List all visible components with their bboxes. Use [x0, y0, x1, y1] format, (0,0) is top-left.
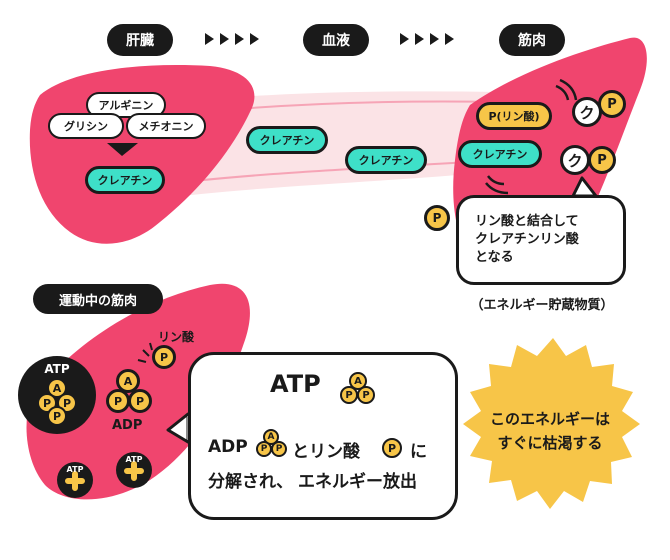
explanation-and-phosphate: とリン酸	[292, 442, 360, 462]
phosphate-circle-2: P	[588, 146, 616, 174]
adp-p2: P	[128, 389, 152, 413]
exp-adp-p2: P	[271, 441, 287, 457]
burst-line-1: このエネルギーは	[489, 410, 610, 428]
phosphate-label: リン酸	[158, 330, 195, 344]
phosphate-circle-free: P	[424, 205, 450, 231]
flow-arrows-2	[400, 33, 454, 45]
explanation-decompose: 分解され、	[208, 472, 294, 492]
pill-creatine-muscle: クレアチン	[458, 140, 542, 168]
exp-phosphate-circle: P	[382, 438, 402, 458]
flow-arrows-1	[205, 33, 259, 45]
adp-label: ADP	[112, 418, 143, 433]
atp-p3: P	[47, 406, 67, 426]
pill-methionine: メチオニン	[126, 113, 206, 139]
bubble-text: リン酸と結合して クレアチンリン酸 となる	[475, 213, 579, 266]
liver-shape	[29, 65, 255, 244]
explanation-energy-release: エネルギー放出	[298, 472, 417, 492]
pill-creatine-blood-1: クレアチン	[246, 126, 328, 154]
bubble-atp-explanation	[188, 352, 458, 520]
explanation-atp-title: ATP	[270, 370, 321, 398]
arrow-down-liver	[107, 143, 138, 156]
label-exercise-muscle: 運動中の筋肉	[33, 284, 163, 314]
creatine-circle-2: ク	[560, 145, 590, 175]
exp-atp-p2: P	[357, 386, 375, 404]
small-atp-label-2: ATP	[125, 455, 143, 464]
atp-label-large: ATP	[44, 362, 70, 376]
adp-p1: P	[106, 389, 130, 413]
pill-glycine: グリシン	[48, 113, 124, 139]
explanation-adp: ADP	[208, 437, 248, 457]
explanation-ni: に	[410, 442, 427, 462]
pill-creatine-liver: クレアチン	[85, 166, 165, 194]
phosphate-circle-1: P	[598, 90, 626, 118]
caption-energy-storage: （エネルギー貯蔵物質）	[470, 298, 614, 313]
energy-burst	[463, 338, 640, 509]
pill-creatine-blood-2: クレアチン	[345, 146, 427, 174]
label-muscle: 筋肉	[499, 24, 565, 56]
pill-phosphate: P(リン酸)	[476, 102, 552, 130]
small-atp-label-1: ATP	[66, 465, 84, 474]
label-liver: 肝臓	[107, 24, 173, 56]
exp-atp-p1: P	[340, 386, 358, 404]
burst-line-2: すぐに枯渇する	[497, 434, 603, 452]
label-blood: 血液	[303, 24, 369, 56]
bubble-creatine-phosphate: リン酸と結合して クレアチンリン酸 となる	[456, 195, 626, 285]
exp-adp-p1: P	[256, 441, 272, 457]
phosphate-loose: P	[152, 345, 176, 369]
pill-phosphate-label: P(リン酸)	[488, 110, 540, 123]
